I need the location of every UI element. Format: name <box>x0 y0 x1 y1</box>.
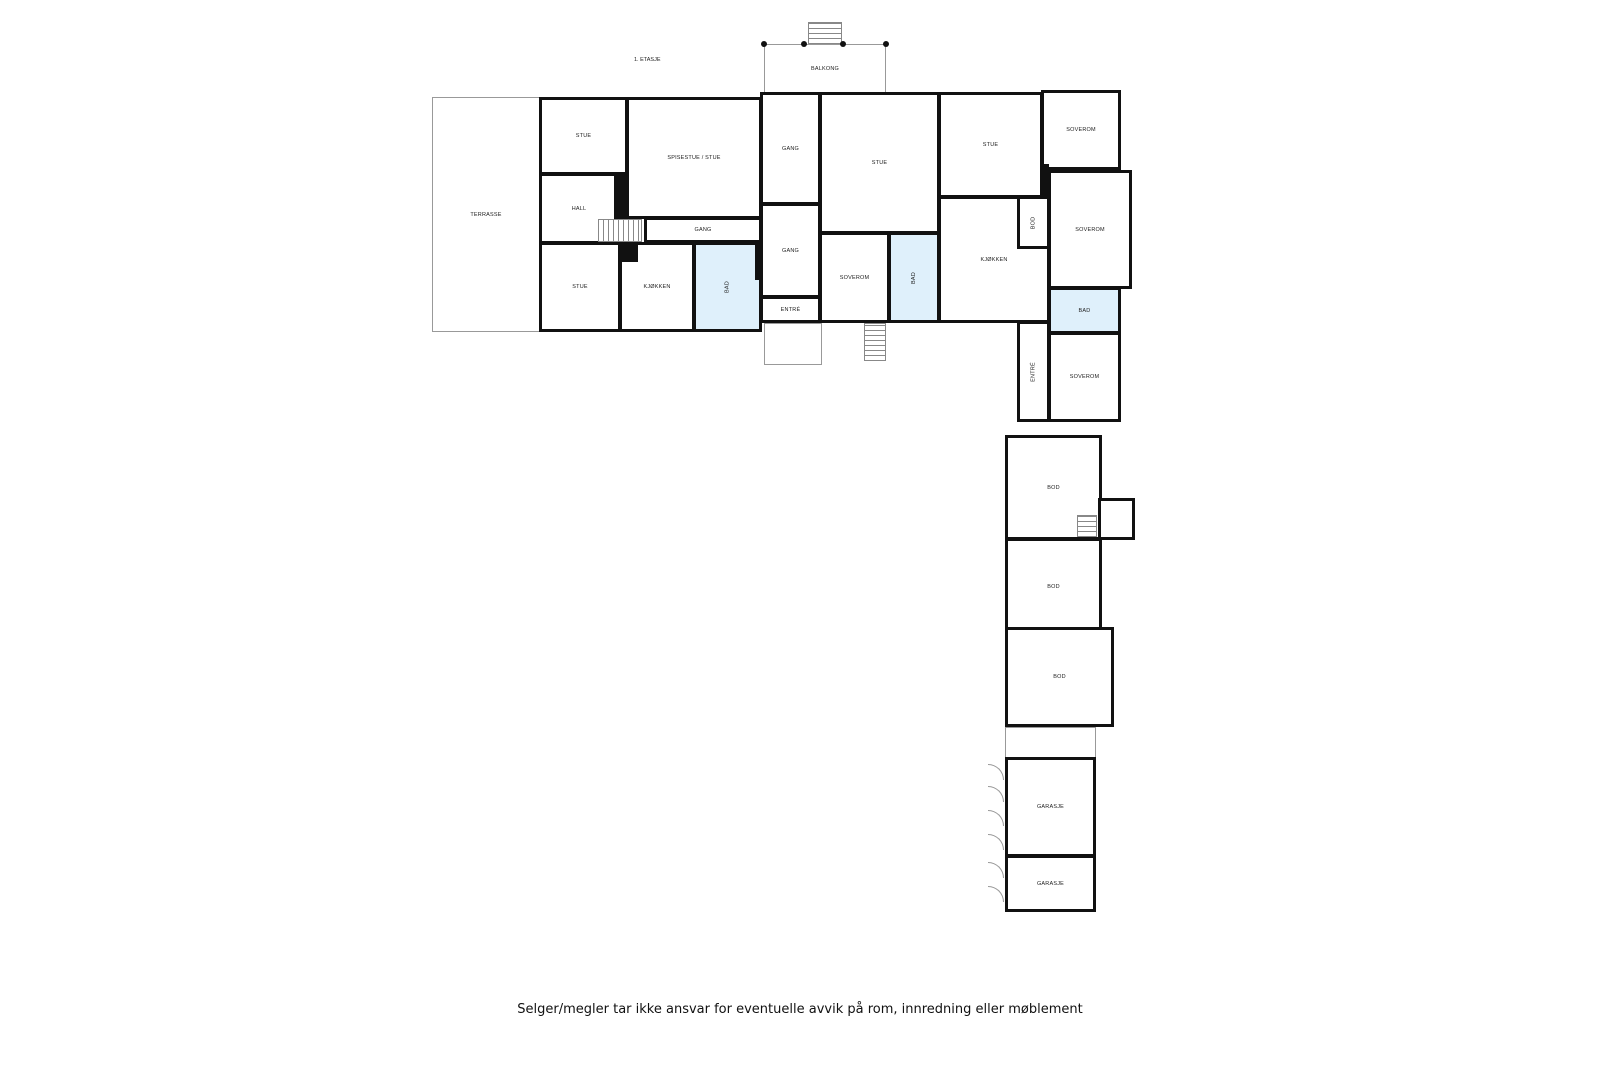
room-label: GARASJE <box>1036 804 1065 810</box>
room-gang-2: GANG <box>760 92 821 205</box>
room-label: KJØKKEN <box>643 284 671 290</box>
room-label: BAD <box>911 271 917 284</box>
stairs-icon <box>598 219 642 242</box>
stairs-icon <box>808 22 842 44</box>
room-label: STUE <box>982 142 999 148</box>
wall-column <box>614 173 627 219</box>
room-garasje-2: GARASJE <box>1005 855 1096 912</box>
room-bod-3: BOD <box>1005 538 1102 635</box>
stairs-icon <box>864 323 886 361</box>
room-label: SOVEROM <box>839 274 870 281</box>
room-soverom-1: SOVEROM <box>819 232 890 323</box>
room-balkong: BALKONG <box>764 44 886 94</box>
floor-title: 1. ETASJE <box>634 57 661 63</box>
room-label: STUE <box>871 160 888 166</box>
room-terrasse: TERRASSE <box>432 97 540 332</box>
wall-column <box>1040 164 1049 196</box>
room-soverom-3: SOVEROM <box>1048 170 1132 289</box>
post-icon <box>840 41 846 47</box>
room-entre-2: ENTRÉ <box>1017 321 1050 422</box>
room-label: BOD <box>1030 216 1037 229</box>
room-bad-2: BAD <box>888 232 940 323</box>
porch <box>764 323 822 365</box>
room-label: SOVEROM <box>1069 374 1100 380</box>
room-hall: HALL <box>539 173 619 244</box>
room-gang-3: GANG <box>760 203 821 298</box>
post-icon <box>883 41 889 47</box>
room-label: HALL <box>571 205 587 212</box>
room-label: KJØKKEN <box>980 256 1008 263</box>
room-bad-1: BAD <box>693 242 762 332</box>
room-gang-1: GANG <box>644 217 762 243</box>
room-label: ENTRÉ <box>1030 361 1037 382</box>
room-spisestue: SPISESTUE / STUE <box>626 97 762 219</box>
door-swing-icon <box>988 764 1004 780</box>
door-swing-icon <box>988 810 1004 826</box>
room-stue-2: STUE <box>539 242 621 332</box>
room-entre-1: ENTRÉ <box>760 296 821 323</box>
room-bad-3: BAD <box>1048 287 1121 334</box>
room-label: SOVEROM <box>1075 226 1105 233</box>
room-label: STUE <box>575 133 592 139</box>
room-label: GANG <box>782 145 799 152</box>
room-label: BOD <box>1047 583 1060 590</box>
room-stue-4: STUE <box>938 92 1043 198</box>
stairs-icon <box>1077 515 1097 537</box>
room-bod-2-ext <box>1098 498 1135 540</box>
room-label: SOVEROM <box>1066 127 1096 133</box>
post-icon <box>801 41 807 47</box>
room-stue-1: STUE <box>539 97 628 175</box>
room-label: BALKONG <box>811 66 839 72</box>
room-label: BOD <box>1053 674 1066 680</box>
door-swing-icon <box>988 786 1004 802</box>
room-bod-4: BOD <box>1005 627 1114 727</box>
room-label: ENTRÉ <box>780 306 801 313</box>
door-swing-icon <box>988 886 1004 902</box>
room-soverom-2: SOVEROM <box>1041 90 1121 170</box>
room-label: SPISESTUE / STUE <box>667 155 721 161</box>
room-label: GANG <box>694 227 712 233</box>
room-label: BAD <box>1078 307 1091 314</box>
room-link <box>1005 727 1096 758</box>
room-label: STUE <box>572 284 588 290</box>
door-swing-icon <box>988 834 1004 850</box>
wall-column <box>755 240 762 280</box>
room-label: TERRASSE <box>470 211 502 218</box>
door-swing-icon <box>988 862 1004 878</box>
room-soverom-4: SOVEROM <box>1048 332 1121 422</box>
room-label: GARASJE <box>1036 880 1065 887</box>
room-garasje-1: GARASJE <box>1005 757 1096 857</box>
room-stue-3: STUE <box>819 92 940 234</box>
room-label: BAD <box>724 281 731 293</box>
room-bod-1: BOD <box>1017 196 1050 249</box>
room-label: GANG <box>782 247 799 254</box>
wall-column <box>620 242 638 262</box>
disclaimer-text: Selger/megler tar ikke ansvar for eventu… <box>517 1002 1083 1017</box>
post-icon <box>761 41 767 47</box>
room-label: BOD <box>1047 484 1060 491</box>
